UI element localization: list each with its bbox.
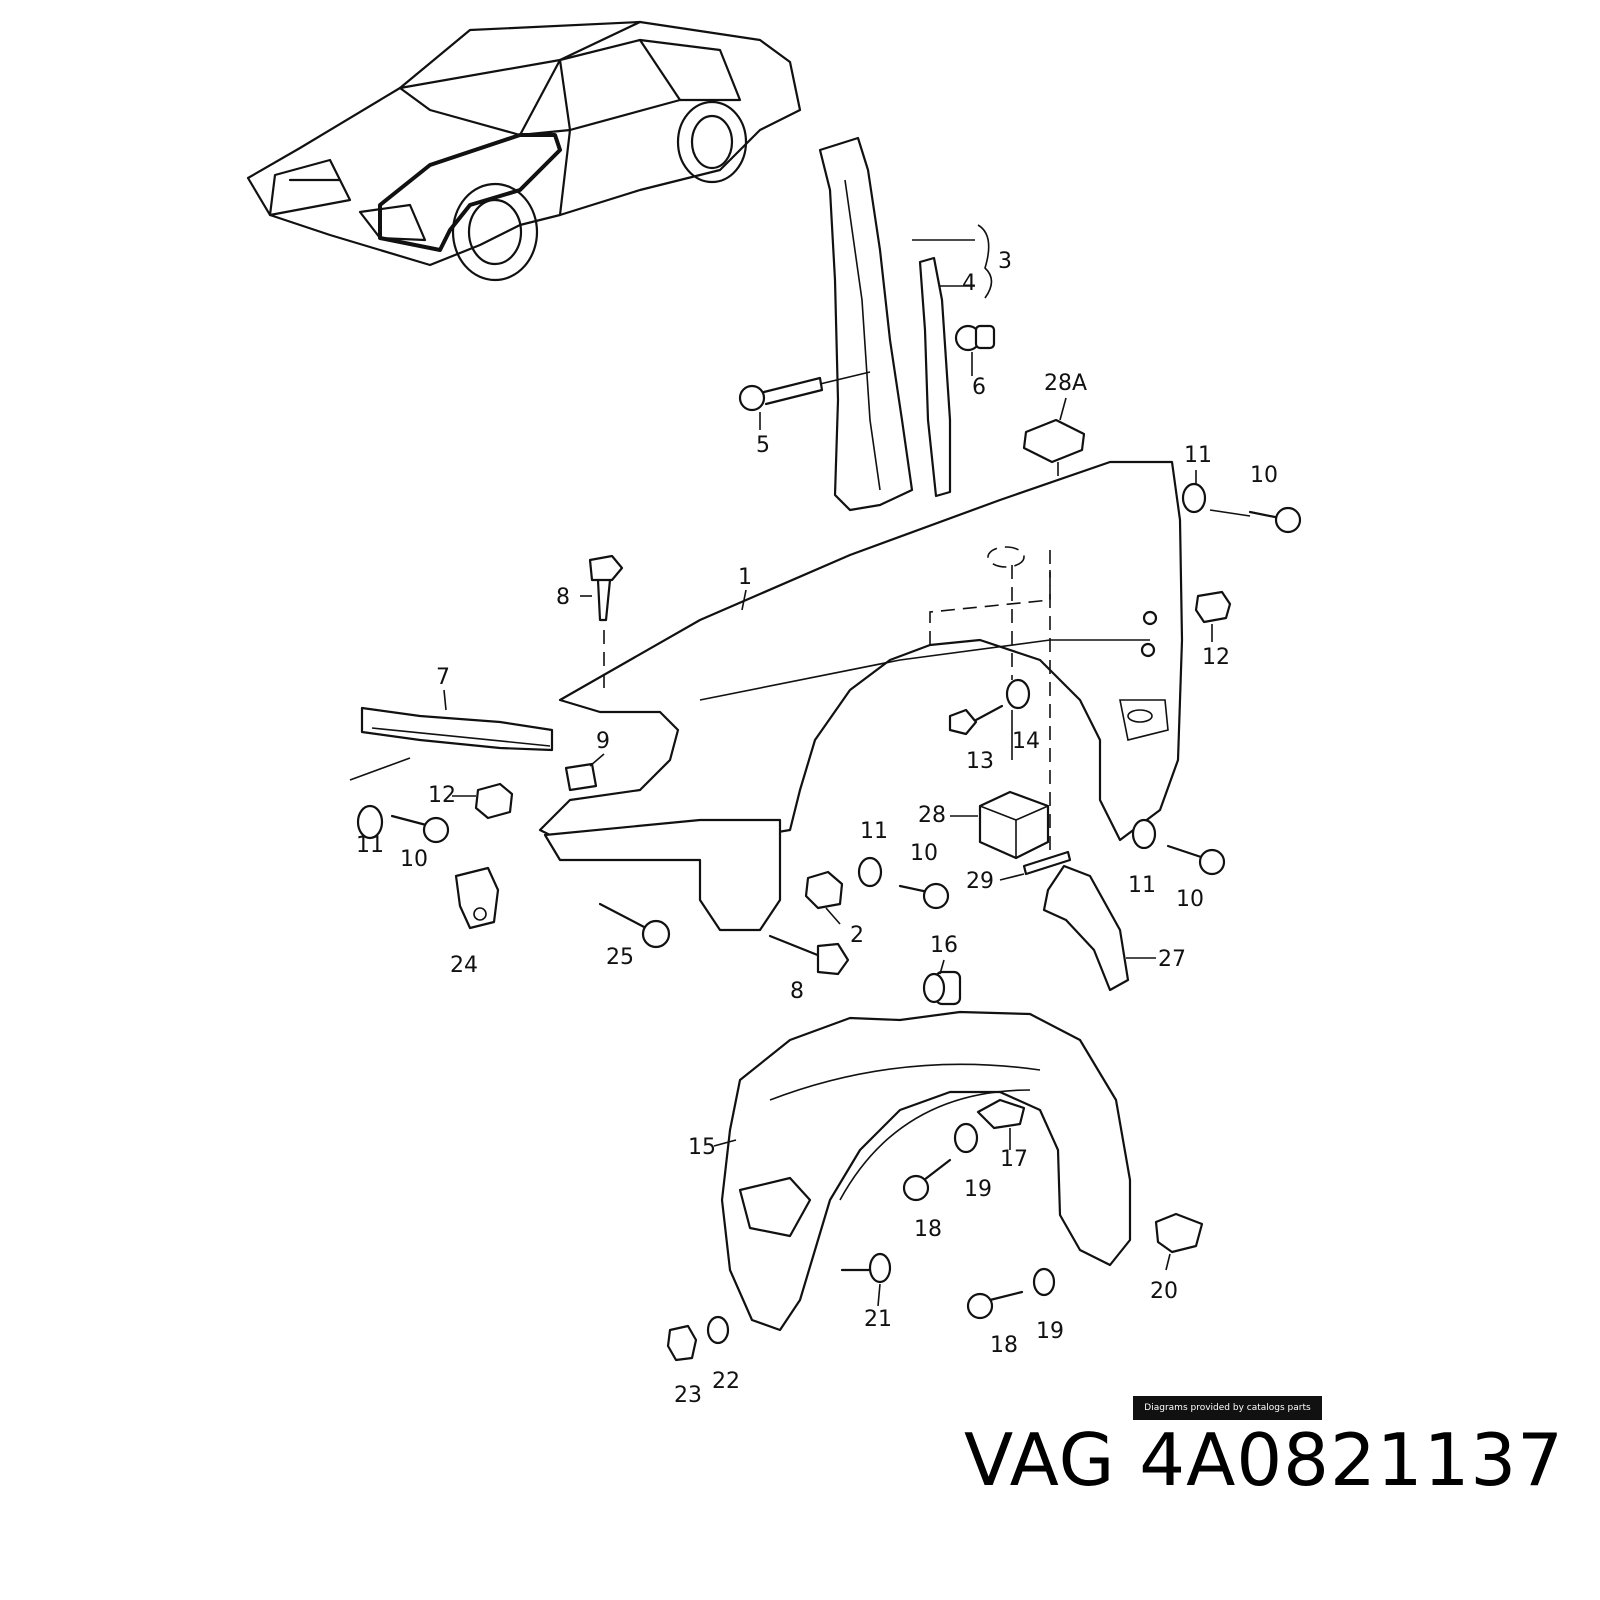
washer-19-top [953,1122,979,1154]
washer-11-mid [857,856,883,888]
callout-24: 24 [450,953,478,978]
clip-6 [954,324,996,352]
screw-18-top [902,1158,952,1202]
callout-29: 29 [966,869,994,894]
washer-19-bottom [1032,1267,1056,1297]
clip-23 [666,1324,698,1362]
callout-10-right: 10 [1176,887,1204,912]
callout-3: 3 [998,249,1012,274]
callout-labels: 3 4 6 5 28A 11 10 8 1 12 7 9 13 14 12 11… [356,249,1278,1408]
molding-7 [349,706,554,781]
callout-28a: 28A [1044,371,1087,396]
callout-11-top: 11 [1184,443,1212,468]
callout-11-mid: 11 [860,819,888,844]
callout-10-mid: 10 [910,841,938,866]
screw-18-bottom [966,1290,1024,1320]
callout-25: 25 [606,945,634,970]
callout-8-bottom: 8 [790,979,804,1004]
clip-16 [922,970,962,1006]
screw-10-top [1248,506,1302,534]
callout-10-left: 10 [400,847,428,872]
clip-9 [564,762,598,792]
callout-19-top: 19 [964,1177,992,1202]
callout-27: 27 [1158,947,1186,972]
washer-14 [1005,678,1031,760]
callout-8-top: 8 [556,585,570,610]
callout-9: 9 [596,729,610,754]
screw-10-left [390,814,450,844]
washer-11-left [356,804,384,840]
bolt-8-bottom [768,934,850,976]
nut-2 [804,870,844,910]
pad-28 [978,790,1050,860]
callout-23: 23 [674,1383,702,1408]
callout-11-right: 11 [1128,873,1156,898]
callout-5: 5 [756,433,770,458]
callout-11-left: 11 [356,833,384,858]
washer-11-top [1181,482,1207,514]
leader-lines [443,352,1251,1307]
callout-18-bottom: 18 [990,1333,1018,1358]
callout-18-top: 18 [914,1217,942,1242]
callout-7: 7 [436,665,450,690]
car-overview-illustration [246,20,802,282]
callout-17: 17 [1000,1147,1028,1172]
callout-13: 13 [966,749,994,774]
clip-20 [1154,1212,1204,1254]
callout-2: 2 [850,923,864,948]
wheel-housing-liner [720,1010,1132,1332]
callout-16: 16 [930,933,958,958]
clip-17 [976,1098,1026,1130]
pillar-bracket-part [818,136,993,512]
rivet-21 [840,1252,892,1284]
washer-22 [706,1315,730,1345]
callout-1: 1 [738,565,752,590]
clip-24 [454,866,500,930]
callout-10-top: 10 [1250,463,1278,488]
bolt-8-top [588,554,624,690]
callout-6: 6 [972,375,986,400]
callout-22: 22 [712,1369,740,1394]
screw-5 [738,371,871,412]
pin-29 [1022,850,1072,876]
part-number-caption: VAG 4A0821137 [963,1418,1564,1502]
callout-15: 15 [688,1135,716,1160]
nut-12-right [1194,590,1232,624]
callout-12-left: 12 [428,783,456,808]
credit-banner: Diagrams provided by catalogs parts [1133,1396,1322,1420]
screw-10-right [1166,844,1226,876]
screw-10-mid [898,882,950,910]
callout-4: 4 [962,271,976,296]
nut-12-left [474,782,514,820]
callout-19-bottom: 19 [1036,1319,1064,1344]
washer-11-right [1131,818,1157,850]
screw-25 [598,902,671,949]
callout-28: 28 [918,803,946,828]
bracket-27 [1042,864,1130,992]
callout-12-right: 12 [1202,645,1230,670]
callout-20: 20 [1150,1279,1178,1304]
callout-14: 14 [1012,729,1040,754]
front-fender-part [538,460,1184,932]
screw-13 [948,704,1004,736]
callout-21: 21 [864,1307,892,1332]
